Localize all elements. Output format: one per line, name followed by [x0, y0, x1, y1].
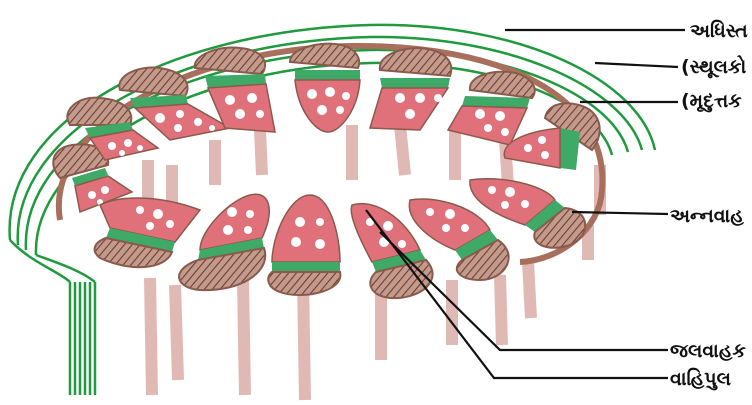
- label-parenchyma: (મૃદુત્તક: [681, 90, 742, 112]
- label-sclerenchyma: (સ્થૂલકો: [681, 56, 746, 78]
- leader-line: [572, 212, 668, 214]
- label-epidermis: અધિસ્ત: [690, 20, 748, 42]
- vascular-bundle: [290, 44, 360, 132]
- leader-line: [595, 63, 678, 67]
- vascular-bundle: [95, 198, 200, 267]
- vascular-bundle: [268, 195, 340, 295]
- label-phloem: અન્નવાહ: [670, 205, 744, 227]
- label-xylem: જલવાહક: [670, 340, 746, 362]
- vascular-bundle: [370, 48, 451, 130]
- vascular-bundle: [448, 72, 535, 145]
- epidermis-tail: [10, 240, 95, 395]
- label-vascular-bundle: વાહિપુલ: [670, 368, 731, 390]
